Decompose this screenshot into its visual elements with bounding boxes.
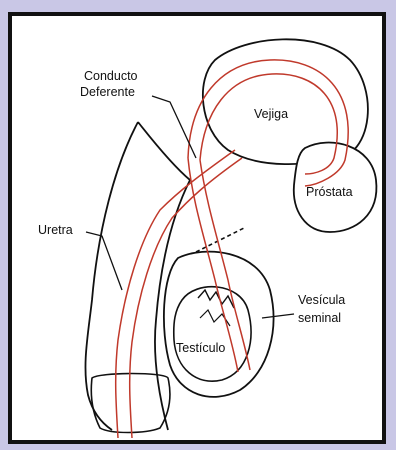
- label-vas-deferens-line2: Deferente: [80, 85, 135, 99]
- label-seminal-vesicle-line2: seminal: [298, 311, 341, 325]
- label-urethra: Uretra: [38, 223, 73, 237]
- testicle-outline: [174, 287, 251, 381]
- label-prostate: Próstata: [306, 185, 353, 199]
- urethra-leader: [86, 232, 122, 290]
- vas-deferens-leader: [152, 96, 196, 158]
- label-bladder: Vejiga: [254, 107, 288, 121]
- label-seminal-vesicle-line1: Vesícula: [298, 293, 345, 307]
- label-testicle: Testículo: [176, 341, 225, 355]
- label-vas-deferens-line1: Conducto: [84, 69, 138, 83]
